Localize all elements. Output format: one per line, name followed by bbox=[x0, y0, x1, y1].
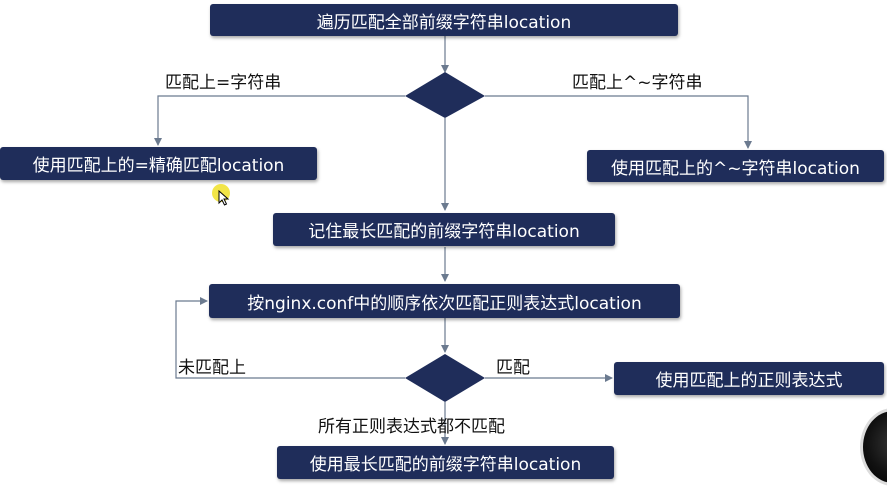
node-use-longest: 使用最长匹配的前缀字符串location bbox=[277, 446, 614, 479]
connector-decision1-to-exact bbox=[154, 95, 405, 146]
label-caret-match: 匹配上^~字符串 bbox=[572, 73, 703, 93]
node-regex-order: 按nginx.conf中的顺序依次匹配正则表达式location bbox=[209, 284, 680, 318]
connector-decision1-to-caret bbox=[485, 95, 752, 149]
decision-diamond-prefix bbox=[405, 72, 485, 118]
node-remember-longest: 记住最长匹配的前缀字符串location bbox=[273, 213, 615, 246]
decision-diamond-regex bbox=[405, 354, 485, 402]
node-caret-match: 使用匹配上的^~字符串location bbox=[587, 150, 884, 182]
label-none-match: 所有正则表达式都不匹配 bbox=[318, 417, 505, 437]
label-eq-match: 匹配上=字符串 bbox=[165, 73, 282, 93]
node-exact-match: 使用匹配上的=精确匹配location bbox=[0, 147, 317, 180]
mouse-pointer-icon bbox=[218, 190, 230, 206]
node-use-regex: 使用匹配上的正则表达式 bbox=[614, 362, 884, 395]
label-not-matched: 未匹配上 bbox=[178, 358, 246, 378]
node-start: 遍历匹配全部前缀字符串location bbox=[210, 4, 678, 36]
connector-loop-back bbox=[175, 297, 405, 379]
label-matched: 匹配 bbox=[496, 358, 530, 378]
